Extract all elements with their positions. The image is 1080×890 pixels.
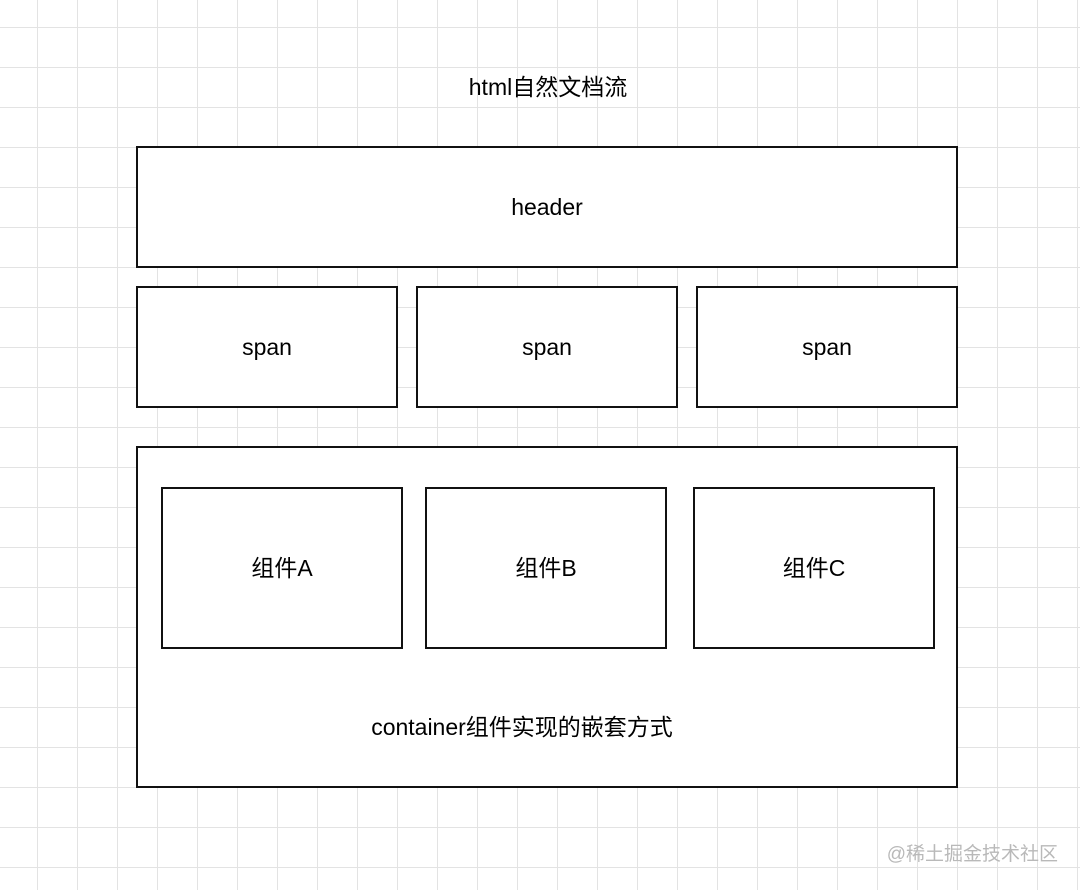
span-box: span bbox=[416, 286, 678, 408]
header-label: header bbox=[511, 194, 583, 220]
component-a-box: 组件A bbox=[161, 487, 403, 649]
span-label: span bbox=[522, 334, 572, 360]
span-label: span bbox=[242, 334, 292, 360]
span-label: span bbox=[802, 334, 852, 360]
header-box: header bbox=[136, 146, 958, 268]
component-c-box: 组件C bbox=[693, 487, 935, 649]
span-box: span bbox=[696, 286, 958, 408]
span-box: span bbox=[136, 286, 398, 408]
diagram-title: html自然文档流 bbox=[468, 74, 628, 100]
container-box: 组件A 组件B 组件C container组件实现的嵌套方式 bbox=[136, 446, 958, 788]
component-label: 组件B bbox=[515, 555, 577, 581]
component-label: 组件A bbox=[251, 555, 313, 581]
container-caption: container组件实现的嵌套方式 bbox=[371, 714, 673, 740]
watermark: @稀土掘金技术社区 bbox=[886, 844, 1058, 865]
component-label: 组件C bbox=[782, 555, 846, 581]
component-b-box: 组件B bbox=[425, 487, 667, 649]
